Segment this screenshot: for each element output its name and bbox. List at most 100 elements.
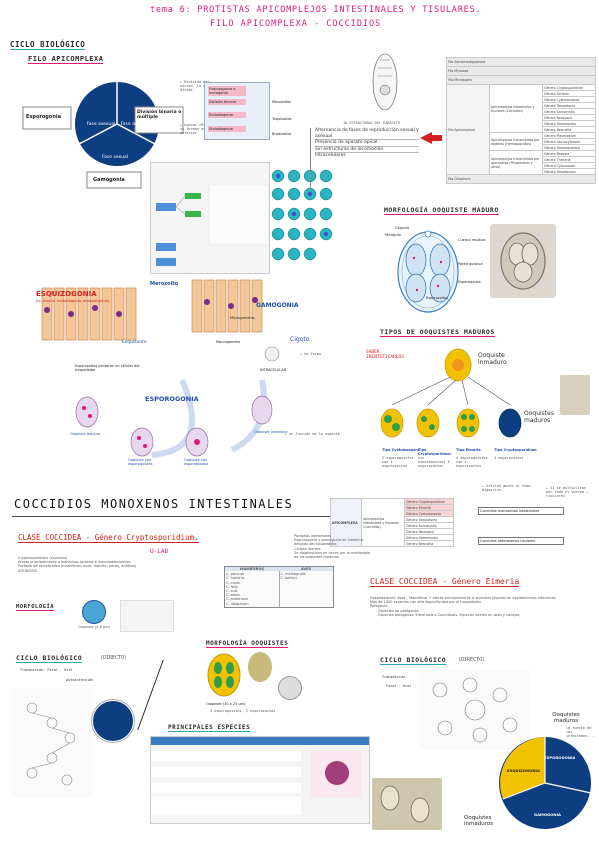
macrogameto-label: Macrogameto	[216, 340, 241, 344]
tax-apicomplexa: Filo Apicomplexa	[446, 84, 490, 175]
features-box: Alternancia de fases de reproducción sex…	[310, 128, 419, 190]
eimeria-bullets: Hospedadores: Aves - Mamíferos → afecta …	[370, 596, 590, 617]
crypto-feature-4: Se diagnostican en heces por la morfolog…	[294, 550, 370, 560]
ooquiste-photo	[490, 224, 556, 298]
morf-oo-caption: Ooquiste (30 x 25 µm)	[206, 702, 246, 706]
tipo-2: Tipo Cryptosporidium	[418, 448, 451, 457]
crypto-feature-3: Causan diarrea	[294, 546, 321, 551]
host-l-2: C. hominis	[226, 576, 245, 581]
tax-row-5: Filo Ciliophora	[446, 174, 596, 184]
saber-label: SABER IDENTIFICARLOS	[366, 350, 404, 360]
fase-asexual-right: Fase asexual	[120, 122, 150, 127]
tax2-note-1: ← Afectan mucho al tubo digestivo	[482, 484, 531, 493]
ciclo-title: CICLO BIOLÓGICO	[10, 40, 86, 50]
ciclo3-auto: Autoinfección	[66, 678, 94, 682]
crypto-feature-2: Esquizogonia y gamogonia en intestino de…	[294, 538, 363, 547]
tipos-photo-1	[560, 375, 590, 415]
eimeria-directo: (DIRECTO)	[458, 657, 486, 663]
tax2-out-1: Coccidios monoxenos intestinales	[478, 507, 564, 516]
host-l-7: C. andersoni	[226, 597, 249, 602]
cigoto-label: Cigoto	[290, 336, 310, 343]
eimeria-trans: Transmisión:	[382, 675, 408, 679]
features-header: 10 ESTRUCTURAS DEL PARÁSITO	[343, 121, 400, 125]
host-r-2: C. baileyi	[280, 576, 297, 581]
ooquiste-diagram	[378, 220, 488, 320]
label-capsula: Cápsula	[395, 226, 409, 230]
eimeria-sketch	[420, 670, 530, 750]
division-diagram	[150, 162, 270, 274]
crypto-features: Parásitos intestinales Esquizogonia y ga…	[294, 534, 374, 559]
eimeria-bullet-2: Más de 1000 especies con alta especifici…	[370, 600, 482, 605]
morf-oo-diagram	[206, 652, 242, 698]
stage-merozoitos: Merozoitos	[272, 100, 291, 104]
tipo-4-sub: 4 esporozoitos	[494, 456, 524, 460]
tax2-label: APICOMPLEXA	[330, 498, 362, 547]
hosts-head-1: MAMÍFEROS	[240, 567, 264, 571]
tax2-table: APICOMPLEXA Apicomplejos intestinales y …	[330, 498, 454, 547]
arrow-shaft	[432, 135, 442, 141]
principales-title: PRINCIPALES ESPECIES	[168, 724, 251, 732]
crypto-oocyst-icon	[82, 600, 106, 624]
merozoito-label: Merozoito	[150, 281, 179, 287]
esquizogonia-label: ESQUIZOGONIA	[36, 290, 97, 298]
label-pared: Pared quística	[458, 262, 483, 266]
host-r-1: C. meleagridis	[280, 572, 306, 577]
host-l-5: C. suis	[226, 589, 238, 594]
tax-row-2-label: Filo Myxozoa	[446, 66, 596, 76]
stage-box-2: División binaria	[208, 99, 246, 106]
page-title: tema 6: PROTISTAS APICOMPLEJOS INTESTINA…	[150, 5, 482, 15]
ooquistes-maduros: Ooquistes maduros	[524, 410, 554, 424]
esporozoitos-label: Esporozoitos penetran en células del hos…	[75, 364, 140, 373]
tax2-note-2: ← Si se multiplican por todo el cuerpo →…	[546, 486, 589, 499]
host-l-3: C. canis	[226, 580, 240, 585]
crypto-title: CLASE COCCIDEA - Género Cryptosporidium.	[18, 533, 199, 543]
tax-row-3: Filo Microspora	[446, 75, 596, 85]
fase-asexual-left: Fase asexual	[86, 122, 116, 127]
crypto-feature-1: Parásitos intestinales	[294, 534, 332, 538]
tax-group-3: Apicomplejos transmitidos por garrapatas…	[489, 150, 543, 175]
host-l-1: C. parvum	[226, 572, 245, 577]
feature-4: Intracelulares	[315, 153, 346, 158]
tipo-3: Tipo Eimeria	[456, 448, 481, 452]
microgametos-label: Microgametos	[230, 316, 255, 320]
esquizonte-label: Esquizonte	[122, 340, 147, 345]
morf-oo-photo-1	[248, 652, 272, 682]
crypto-bullets: Cryptosporidiosis (zoonosis) Afecta prin…	[18, 556, 198, 573]
division-label: División binaria o múltiple	[137, 110, 182, 120]
stage-bradizoitos: Bradizoitos	[272, 132, 292, 136]
tax2-group: Apicomplejos intestinales y tisulares (C…	[361, 498, 405, 547]
crypto-bullet-3: Parásito de vertebrados (mamíferos, aves…	[18, 564, 137, 569]
hosts-table: MAMÍFEROS AVES C. parvum C. hominis C. c…	[224, 566, 334, 608]
crypto-bullet-4: ZOONOSIS	[18, 568, 37, 573]
tax2-genus-8: Género Besnoitia	[404, 540, 454, 547]
note-no: ← no forma	[300, 352, 322, 356]
label-esporozoitos: Esporozoitos	[426, 296, 449, 300]
host-l-8: C. ubiquitum	[226, 601, 249, 606]
note-nuevas: ← nuevas células se forman en el interio…	[180, 123, 214, 136]
crypto-photo	[120, 600, 174, 632]
tax-group-2: Apicomplejos transmitidos por dípteros (…	[489, 132, 543, 151]
eimeria-maduros: Ooquistes maduros	[552, 712, 580, 724]
parasite-sketch	[340, 50, 425, 115]
ooquiste-inmaduro-label: Ooquiste inmaduro	[254, 430, 288, 434]
ciclo-subtitle: FILO APICOMPLEXA	[28, 55, 104, 64]
section2-title: COCCIDIOS MONOXENOS INTESTINALES	[14, 497, 294, 511]
host-l-4: C. felis	[226, 584, 238, 589]
eimeria-trans2: Fecal - Oral	[386, 684, 412, 688]
label-cuerpo-residual: Cuerpo residual	[458, 238, 486, 242]
morfologia-title: MORFOLOGÍA OOQUISTE MADURO	[384, 206, 499, 215]
tipos-diagram	[370, 345, 560, 465]
ciclo3-directo: (DIRECTO)	[100, 655, 128, 661]
ooquiste-maduro-label: Ooquiste maduro	[70, 432, 101, 436]
tipo-4: Tipo Cryptosporidium	[494, 448, 537, 452]
host-l-6: C. bovis	[226, 593, 240, 598]
divider-line	[137, 660, 164, 730]
feature-1: Alternancia de fases de reproducción sex…	[315, 128, 419, 140]
ciclo3-title: CICLO BIOLÓGICO	[16, 654, 83, 663]
crypto-bullet-1: Cryptosporidiosis (zoonosis)	[18, 556, 68, 560]
stage-box-1: Esquizogonia o merogonia	[208, 86, 246, 97]
page-subtitle: FILO APICOMPLEXA - COCCIDIOS	[210, 19, 382, 29]
eimeria-pie	[497, 735, 593, 831]
stage-taquizoitos: Taquizoitos	[272, 117, 292, 121]
note-division: ← División del núcleo, la célula se divi…	[180, 80, 223, 93]
